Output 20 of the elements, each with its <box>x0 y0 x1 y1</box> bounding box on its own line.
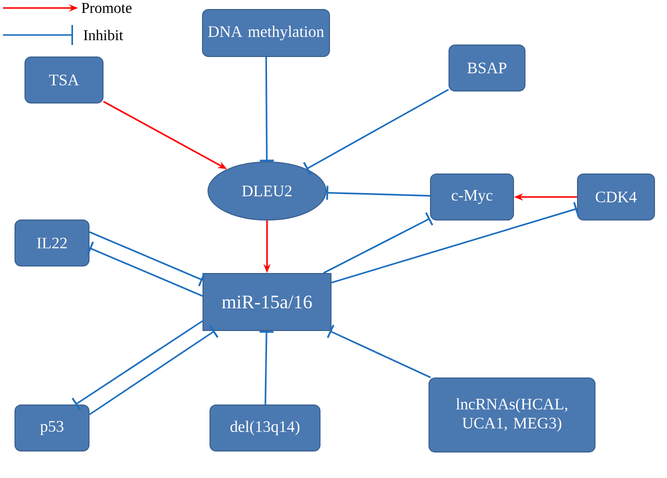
inhibition-line <box>89 325 218 416</box>
legend-label: Promote <box>82 3 132 13</box>
inhibition-line <box>260 56 274 162</box>
inhibition-line <box>260 330 274 404</box>
process-box: CDK4 <box>577 174 655 220</box>
process-box: TSA <box>24 56 104 104</box>
inhibition-line <box>323 212 434 274</box>
process-box: del(13q14) <box>210 404 320 452</box>
process-box: lncRNAs(HCAL, UCA1, MEG3) <box>428 378 596 452</box>
inhibition-line <box>89 231 206 286</box>
inhibition-line <box>86 242 203 297</box>
legend-label: Inhibit <box>84 30 124 40</box>
process-box: BSAP <box>448 44 526 92</box>
process-box: miR-15a/16 <box>202 273 332 331</box>
inhibition-line <box>326 186 430 200</box>
process-box: c-Myc <box>430 174 514 220</box>
process-box: IL22 <box>14 220 90 266</box>
process-box: p53 <box>14 404 90 452</box>
inhibition-line <box>72 320 203 410</box>
process-box: DNA methylation <box>202 9 330 57</box>
